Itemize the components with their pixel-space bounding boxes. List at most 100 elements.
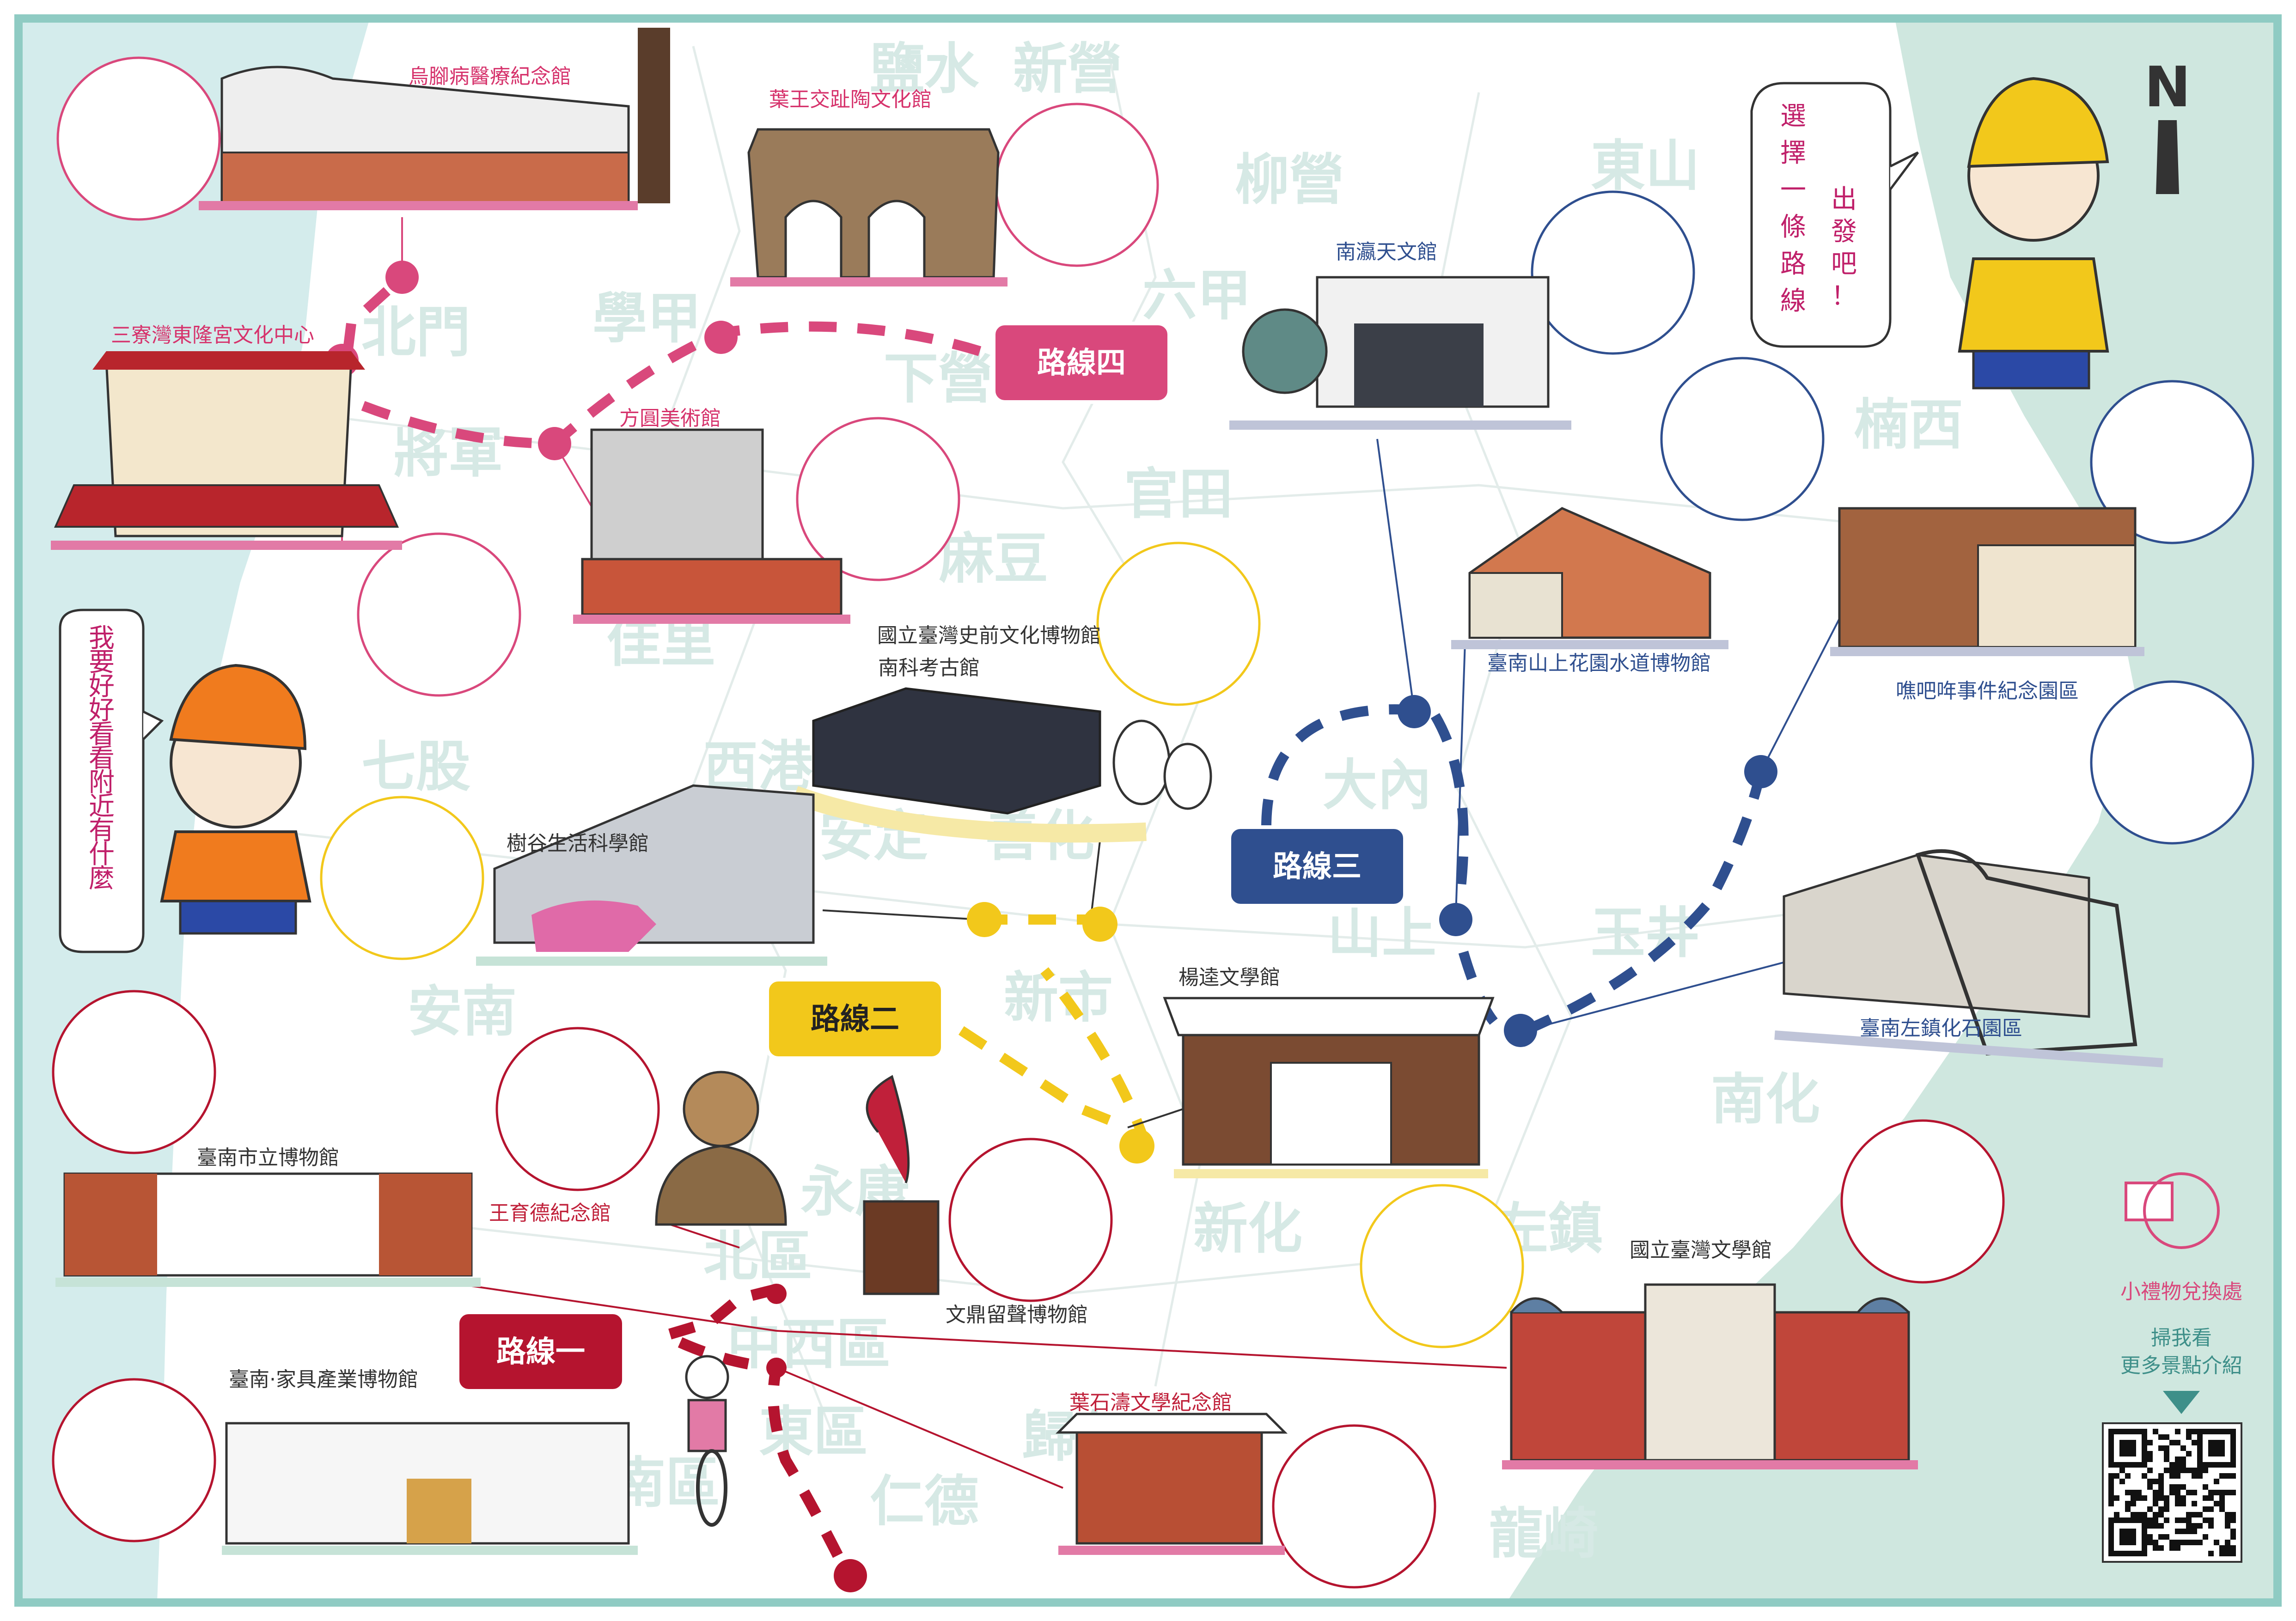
stamp-circles [52, 56, 2254, 1589]
qr-code-icon[interactable] [2102, 1422, 2242, 1563]
route-three-path-b [1523, 770, 1766, 1036]
compass: N [2144, 55, 2191, 194]
route-three-dot [1398, 695, 1431, 728]
route-label-box[interactable] [992, 322, 1171, 404]
district-label: 仁德 [870, 1469, 979, 1533]
building-furniture-museum [222, 1422, 638, 1555]
district-label: 將軍 [394, 420, 503, 484]
site-label[interactable]: 南瀛天文館 [1336, 240, 1437, 264]
building-tainan-city-museum [55, 1172, 481, 1287]
speech-bubble-top-right [1750, 82, 1919, 348]
building-fangyuan-art [573, 428, 850, 624]
route-one-dot [766, 1284, 787, 1304]
arrow-down-icon [2163, 1391, 2200, 1414]
building-blackfoot-museum [199, 28, 670, 210]
building-wang-yude-bust [655, 1071, 787, 1226]
route-one-dot [766, 1358, 787, 1378]
site-label[interactable]: 烏腳病醫療紀念館 [409, 65, 571, 88]
district-label: 官田 [1124, 462, 1233, 526]
legend: 小禮物兌換處 掃我看 更多景點介紹 [2102, 1172, 2242, 1563]
building-gramophone-museum [863, 1075, 940, 1295]
stamp-circle[interactable] [1531, 190, 1695, 355]
site-label[interactable]: 噍吧哖事件紀念園區 [1896, 679, 2079, 703]
site-label[interactable]: 樹谷生活科學館 [507, 832, 649, 855]
site-label[interactable]: 葉石濤文學紀念館 [1069, 1391, 1232, 1414]
building-prehistory-museum [792, 687, 1212, 843]
route-label-text[interactable]: 路線三 [1273, 850, 1362, 884]
route-labels: 路線一 路線二 路線三 路線四 [456, 322, 1407, 1393]
district-label: 玉井 [1591, 901, 1700, 965]
building-tree-valley-science [476, 784, 827, 966]
district-label: 東山 [1591, 134, 1700, 198]
character-left [160, 664, 311, 935]
route-label-r3[interactable]: 路線三 [1227, 825, 1407, 908]
route-two-dot [1082, 907, 1117, 942]
legend-gift-label: 小禮物兌換處 [2120, 1280, 2242, 1304]
site-label[interactable]: 方圓美術館 [619, 407, 721, 430]
stamp-circle[interactable] [52, 1378, 216, 1542]
stamp-circle[interactable] [2090, 380, 2254, 544]
speech-bubble-left [59, 609, 164, 953]
route-two-dot [967, 902, 1002, 937]
district-label: 楠西 [1854, 393, 1963, 457]
site-label[interactable]: 臺南山上花園水道博物館 [1487, 652, 1711, 675]
stamp-circle[interactable] [1272, 1424, 1436, 1589]
building-zuojhen-fossil [1774, 849, 2163, 1067]
building-observatory [1229, 276, 1571, 430]
building-yeh-shih-tao-memorial [1055, 1413, 1288, 1555]
district-label: 新市 [1004, 966, 1113, 1030]
site-label[interactable]: 國立臺灣史前文化博物館 [877, 624, 1101, 647]
district-label: 北門 [361, 300, 470, 364]
connector-lines [341, 217, 1850, 1489]
route-label-text[interactable]: 路線四 [1037, 346, 1126, 380]
site-label[interactable]: 楊逵文學館 [1179, 966, 1280, 989]
character-top-right [1958, 77, 2109, 390]
site-label[interactable]: 葉王交趾陶文化館 [769, 88, 932, 111]
stamp-circle[interactable] [995, 103, 1159, 267]
route-four-path [336, 273, 982, 449]
stamp-circle[interactable] [1096, 542, 1261, 706]
stamp-circle[interactable] [357, 532, 521, 697]
stamp-circle[interactable] [320, 796, 484, 960]
site-label[interactable]: 文鼎留聲博物館 [946, 1303, 1088, 1327]
site-label[interactable]: 三寮灣東隆宮文化中心 [111, 323, 314, 347]
site-label[interactable]: 國立臺灣文學館 [1630, 1238, 1772, 1262]
route-three-dot [1439, 903, 1472, 936]
site-label[interactable]: 王育德紀念館 [489, 1201, 611, 1225]
site-label[interactable]: 臺南左鎮化石園區 [1860, 1017, 2022, 1040]
cyclist-figure [685, 1355, 729, 1527]
district-label: 新營 [1013, 37, 1122, 101]
route-label-box[interactable] [765, 978, 945, 1060]
site-label[interactable]: 臺南·家具產業博物館 [229, 1368, 418, 1391]
district-label: 麻豆 [939, 527, 1048, 591]
stamp-circle[interactable] [495, 1027, 660, 1191]
stamp-circle[interactable] [948, 1138, 1113, 1302]
stamp-circle[interactable] [2090, 680, 2254, 845]
legend-scan-line2: 更多景點介紹 [2120, 1354, 2242, 1377]
route-label-r4[interactable]: 路線四 [992, 322, 1171, 404]
route-label-text[interactable]: 路線二 [811, 1002, 899, 1036]
route-label-box[interactable] [1227, 825, 1407, 908]
building-donglong-temple [51, 351, 402, 550]
site-label[interactable]: 臺南市立博物館 [197, 1146, 339, 1170]
route-label-r2[interactable]: 路線二 [765, 978, 945, 1060]
district-label: 學甲 [592, 286, 702, 350]
route-three-dot [1744, 755, 1777, 788]
route-label-text[interactable]: 路線一 [496, 1335, 585, 1369]
route-label-box[interactable] [456, 1310, 626, 1393]
stamp-circle[interactable] [56, 56, 221, 221]
site-label[interactable]: 南科考古館 [878, 656, 980, 680]
stamp-circle[interactable] [796, 417, 960, 581]
route-three-dot [1504, 1014, 1537, 1047]
building-illustrations [51, 28, 2163, 1555]
stamp-circle[interactable] [1840, 1119, 2005, 1284]
route-two-dot [1119, 1128, 1154, 1164]
building-national-literature-museum [1502, 1283, 1918, 1469]
route-one-path [650, 1284, 851, 1574]
stamp-circle[interactable] [1660, 357, 1825, 521]
stamp-circle[interactable] [1360, 1184, 1524, 1348]
route-label-r1[interactable]: 路線一 [456, 1310, 626, 1393]
stamp-circle[interactable] [52, 990, 216, 1154]
